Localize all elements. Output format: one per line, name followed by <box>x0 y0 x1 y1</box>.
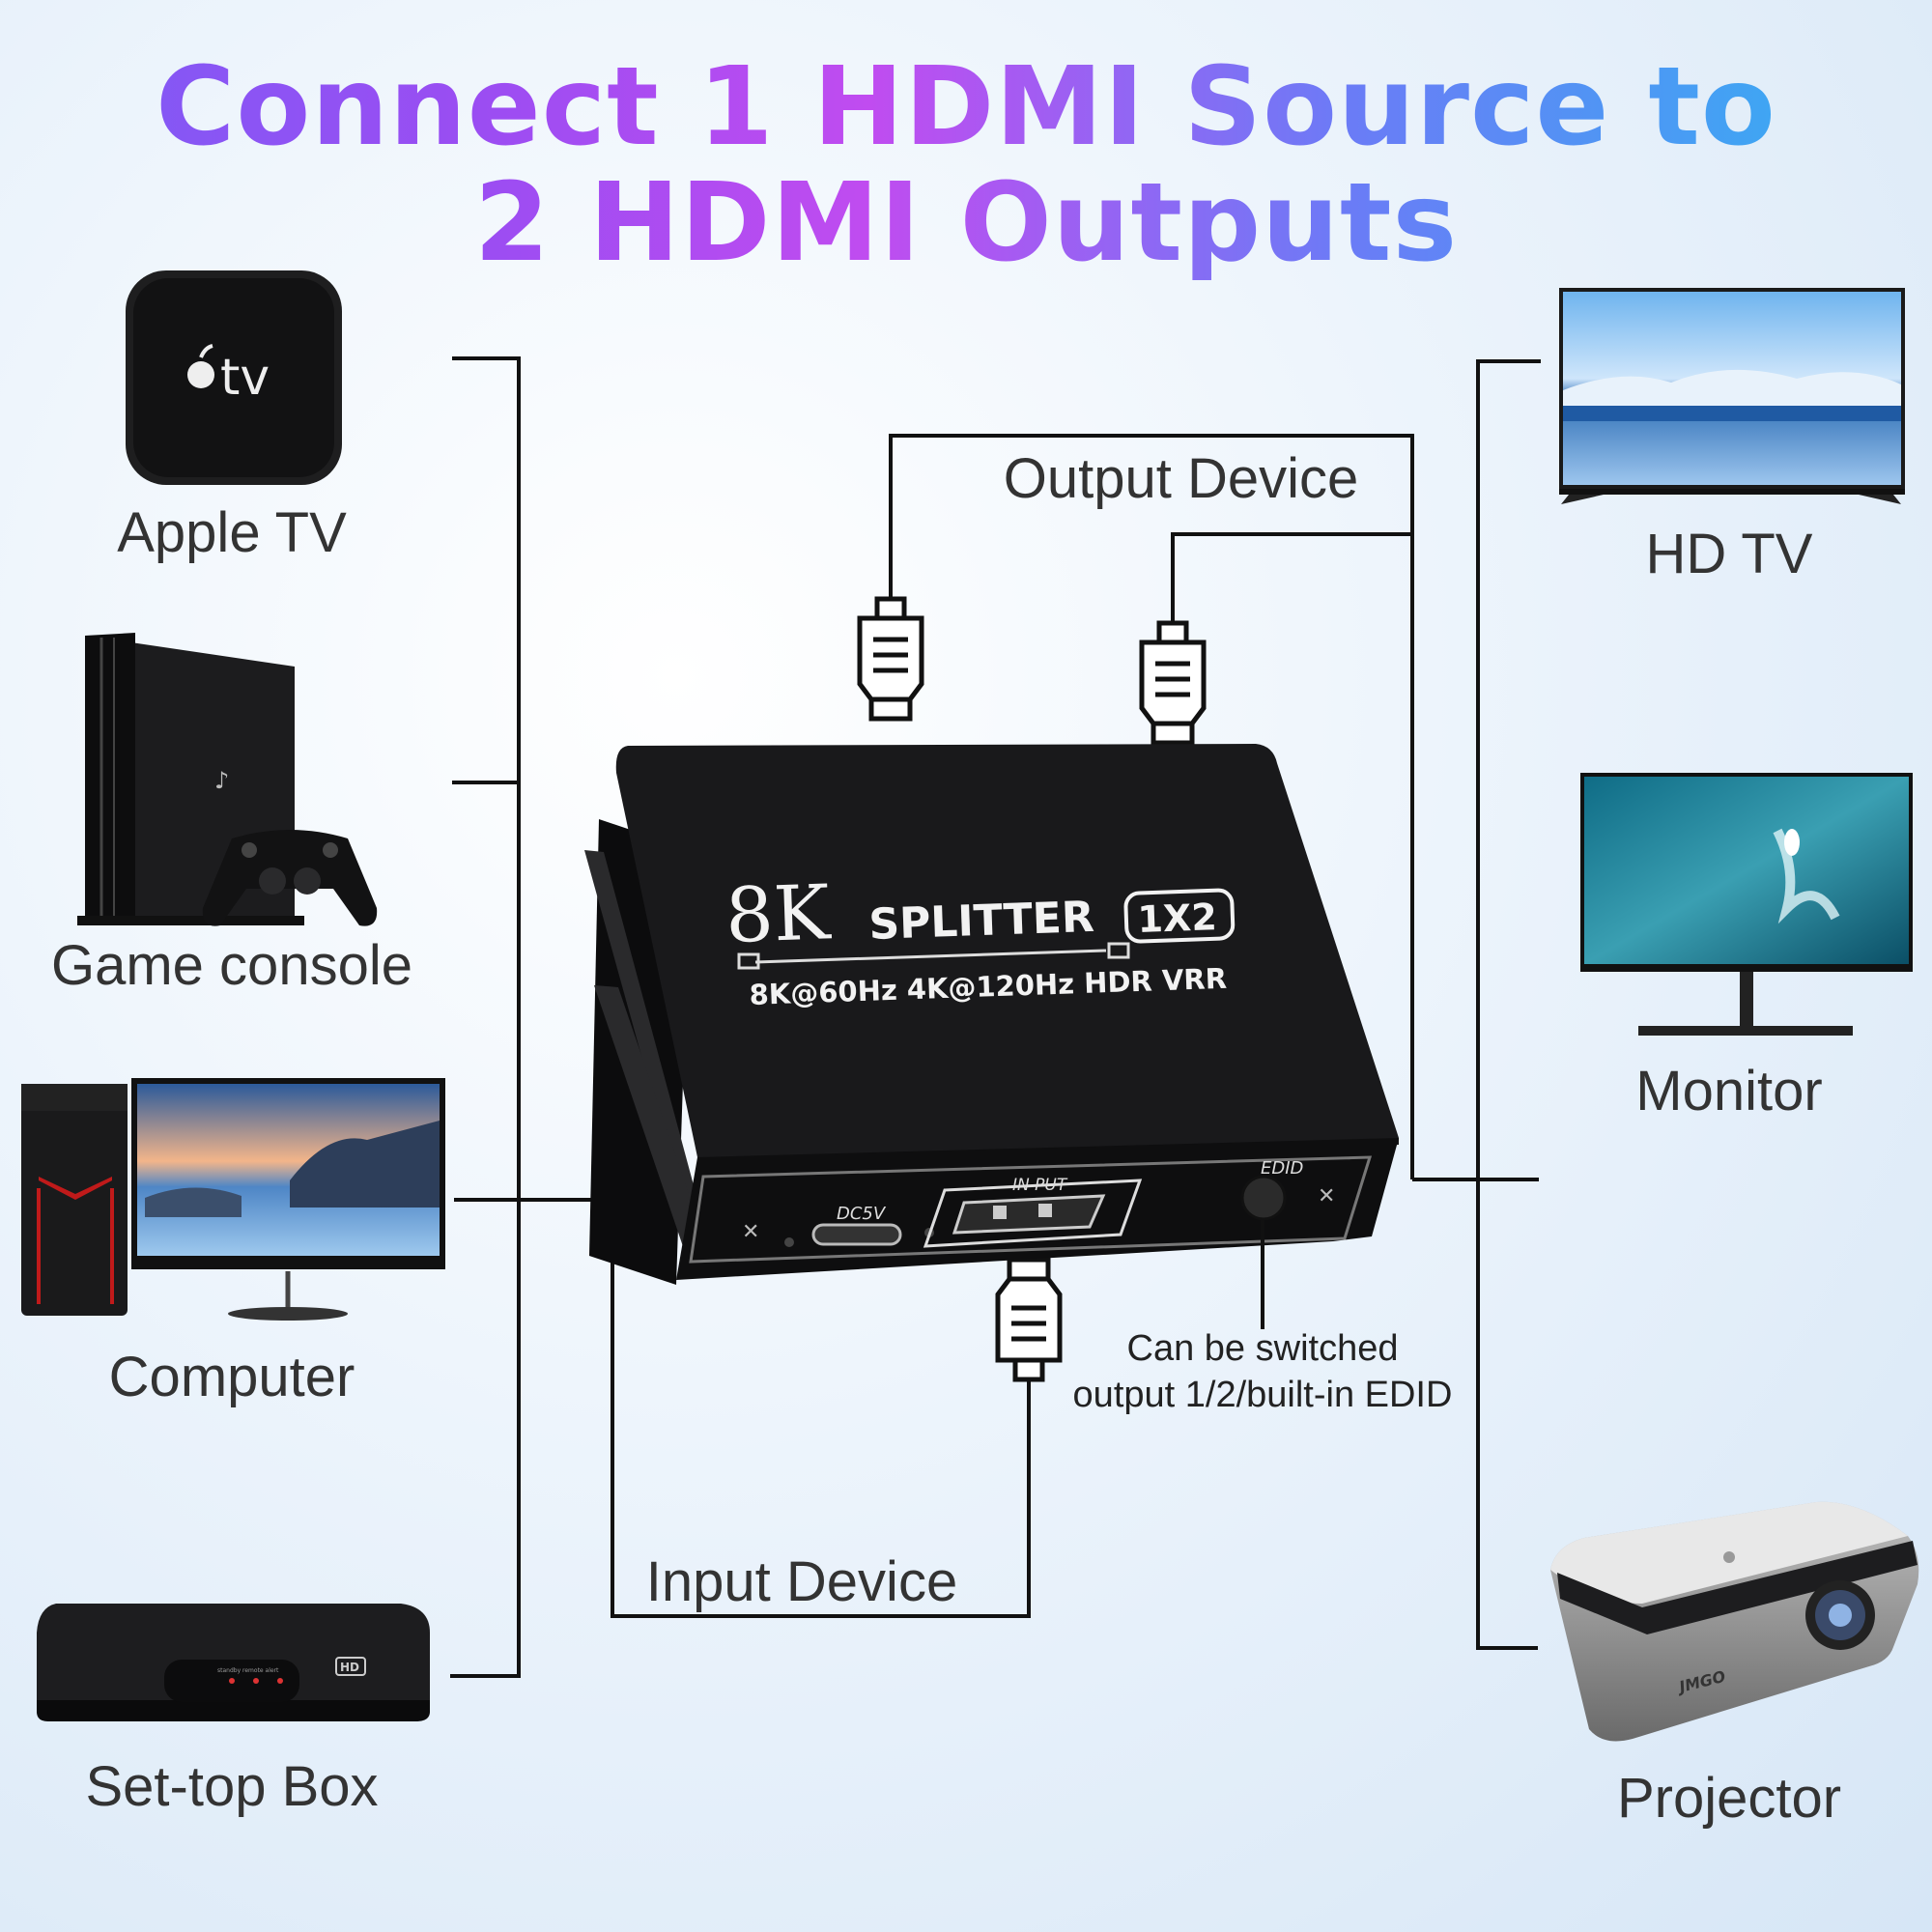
label-apple-tv: Apple TV <box>117 501 347 564</box>
svg-text:HD: HD <box>340 1661 359 1674</box>
svg-text:✕: ✕ <box>742 1220 759 1244</box>
input-port-label: IN PUT <box>1012 1176 1068 1195</box>
edid-label: EDID <box>1261 1158 1303 1179</box>
edid-note-line-1: Can be switched <box>1126 1328 1399 1369</box>
apple-tv-icon: tv <box>126 270 342 485</box>
label-projector: Projector <box>1616 1767 1842 1830</box>
title-line-2: 2 HDMI Outputs <box>0 166 1932 280</box>
title-line-1: Connect 1 HDMI Source to <box>0 50 1932 164</box>
label-hd-tv: HD TV <box>1645 523 1813 585</box>
right-connector-lines <box>889 359 1541 1650</box>
label-input-device: Input Device <box>645 1550 958 1613</box>
brand-8k-text: 8K <box>724 869 834 960</box>
hdmi-splitter-device: 8K SPLITTER 1X2 8K@60Hz 4K@120Hz HDR VRR… <box>584 744 1399 1329</box>
hdmi-plug-icon <box>857 596 924 722</box>
hdmi-input-port <box>952 1194 1106 1235</box>
usb-c-port <box>811 1223 902 1246</box>
edid-button <box>1240 1175 1287 1221</box>
dc5v-label: DC5V <box>837 1204 887 1224</box>
game-console-icon: ♪ <box>77 633 378 926</box>
label-computer: Computer <box>108 1346 355 1408</box>
left-connector-lines <box>450 356 1031 1678</box>
svg-text:♪: ♪ <box>214 767 229 794</box>
label-game-console: Game console <box>51 934 412 997</box>
monitor-icon <box>1580 773 1913 1036</box>
hdmi-plug-icon <box>995 1257 1063 1382</box>
projector-icon: JMGO <box>1550 1501 1919 1742</box>
set-top-box-icon: standby remote alert HD <box>37 1604 430 1721</box>
label-output-device: Output Device <box>1003 447 1359 510</box>
svg-text:standby remote alert: standby remote alert <box>217 1667 279 1674</box>
svg-text:✕: ✕ <box>1318 1184 1335 1208</box>
label-set-top-box: Set-top Box <box>85 1755 379 1818</box>
brand-splitter-text: SPLITTER <box>868 893 1095 950</box>
brand-ratio-text: 1X2 <box>1137 895 1218 941</box>
svg-text:tv: tv <box>220 349 270 407</box>
edid-note-line-2: output 1/2/built-in EDID <box>1072 1375 1453 1415</box>
label-monitor: Monitor <box>1635 1060 1823 1122</box>
hdmi-plug-icon <box>1139 620 1207 746</box>
tv-icon <box>1559 288 1905 504</box>
computer-icon <box>21 1078 445 1321</box>
